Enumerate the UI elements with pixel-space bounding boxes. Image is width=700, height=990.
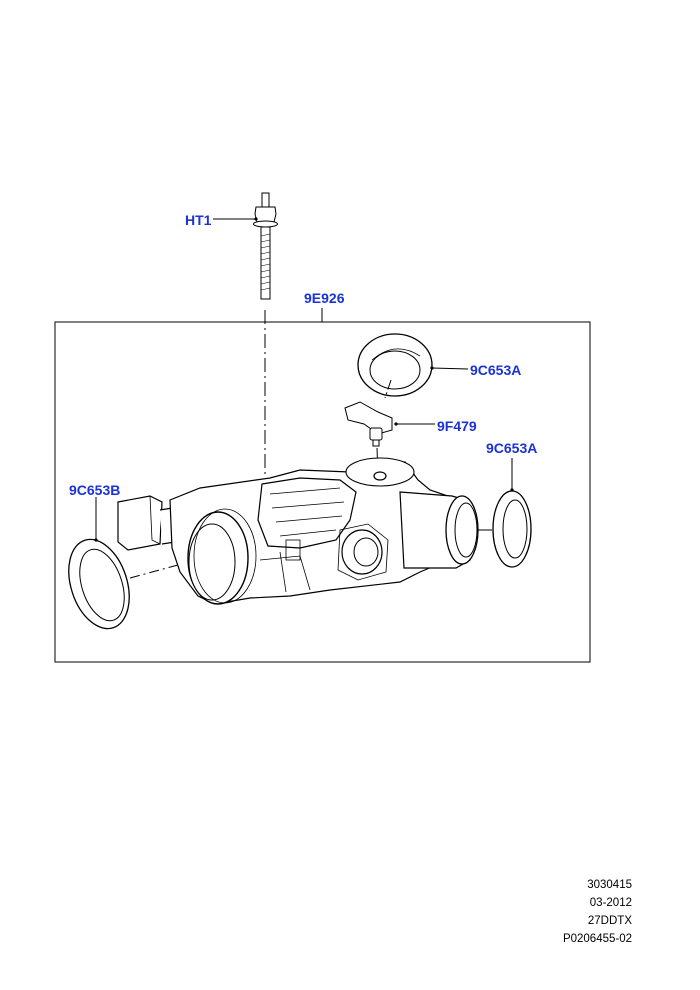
callout-ht1: HT1 bbox=[185, 212, 212, 228]
gasket-ring-icon bbox=[357, 333, 433, 397]
callout-assembly: 9E926 bbox=[304, 290, 345, 306]
gasket-right-leader-dot bbox=[510, 488, 514, 492]
reference-codes: 3030415 03-2012 27DDTX P0206455-02 bbox=[563, 876, 632, 948]
callout-sensor: 9F479 bbox=[437, 418, 477, 434]
reference-code-4: P0206455-02 bbox=[562, 933, 632, 945]
gasket-left-centerline bbox=[129, 552, 223, 579]
callout-gasket-left: 9C653B bbox=[69, 482, 121, 498]
gasket-top-leader-dot bbox=[430, 366, 434, 370]
sensor-icon bbox=[344, 401, 393, 447]
callout-gasket-right: 9C653A bbox=[486, 440, 538, 456]
gasket-ring-icon-left bbox=[68, 538, 130, 630]
throttle-housing-icon bbox=[117, 457, 479, 605]
reference-code-3: 27DDTX bbox=[587, 915, 632, 927]
stud-bolt-icon bbox=[253, 192, 278, 300]
gasket-top-centerline bbox=[384, 379, 392, 399]
reference-code-2: 03-2012 bbox=[589, 897, 632, 909]
gasket-left-leader-dot bbox=[94, 538, 98, 542]
gasket-top-leader bbox=[431, 367, 469, 370]
sensor-leader-dot bbox=[394, 422, 398, 426]
gasket-ring-icon-right bbox=[492, 490, 532, 568]
callout-gasket-top: 9C653A bbox=[470, 362, 522, 378]
ht1-leader-dot bbox=[254, 217, 258, 221]
reference-code-1: 3030415 bbox=[587, 879, 632, 891]
